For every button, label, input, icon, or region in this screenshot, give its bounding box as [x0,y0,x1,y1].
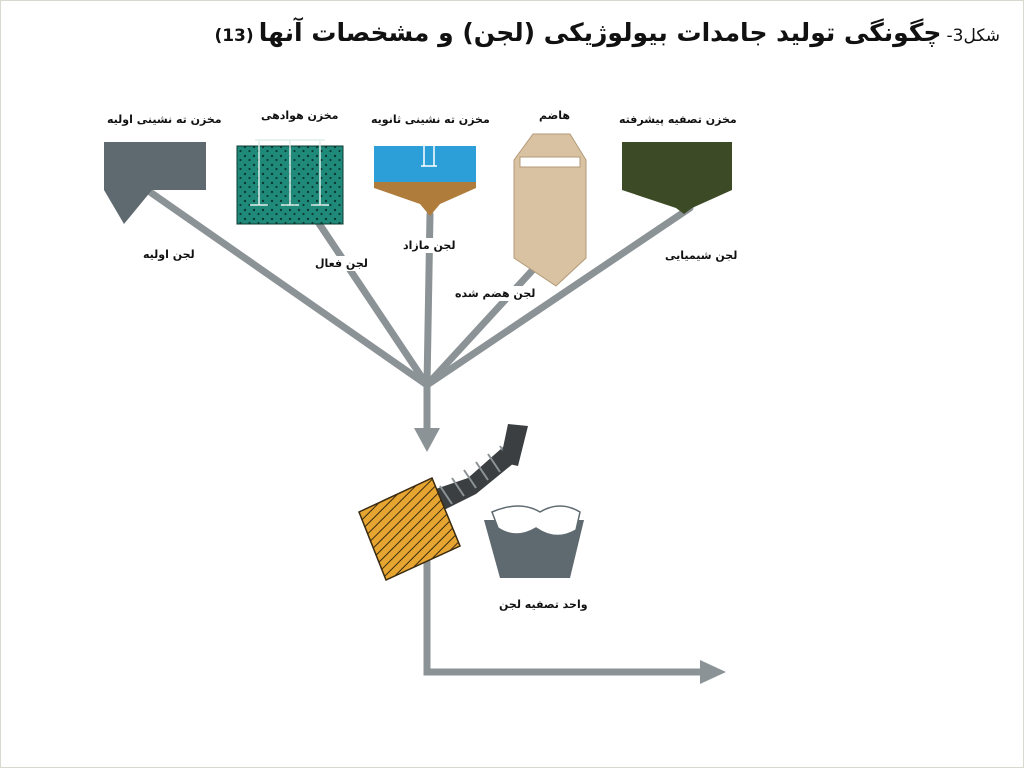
sludge-treatment-bowl [484,505,584,578]
label-activated-sludge: لجن فعال [312,256,371,271]
label-advanced-treatment-tank: مخزن تصفیه پیشرفته [616,112,740,127]
figure-reference: (13) [214,26,254,46]
label-digester: هاضم [536,108,574,123]
label-sludge-treatment-unit: واحد تصفیه لجن [496,597,591,612]
output-pipe [423,560,706,676]
pipe-activated-sludge [314,218,431,389]
label-primary-sludge: لجن اولیه [140,247,198,262]
label-excess-sludge: لجن مازاد [400,238,459,253]
sludge-pipes [146,188,694,436]
pipe-chemical-sludge [423,204,694,389]
down-arrow-head [414,428,440,452]
label-chemical-sludge: لجن شیمیایی [662,248,741,263]
figure-title-text: چگونگی تولید جامدات بیولوژیکی (لجن) و مش… [258,18,942,47]
label-digested-sludge: لجن هضم شده [452,286,539,301]
output-arrow-head [700,660,726,684]
label-secondary-settling-tank: مخزن ته نشینی ثانویه [368,112,493,127]
pipe-primary-sludge [146,188,431,389]
aeration-tank [236,139,344,225]
screw-press [358,424,528,582]
digester-tank [513,133,587,287]
label-aeration-tank: مخزن هوادهی [258,108,342,123]
label-primary-settling-tank: مخزن ته نشینی اولیه [104,112,225,127]
primary-settling-tank [104,142,206,224]
pipe-digested-sludge [423,258,544,389]
advanced-treatment-tank [622,142,732,214]
secondary-settling-tank [374,146,476,216]
figure-label: شکل3- [946,26,1000,46]
figure-title: شکل3- چگونگی تولید جامدات بیولوژیکی (لجن… [180,18,1000,47]
